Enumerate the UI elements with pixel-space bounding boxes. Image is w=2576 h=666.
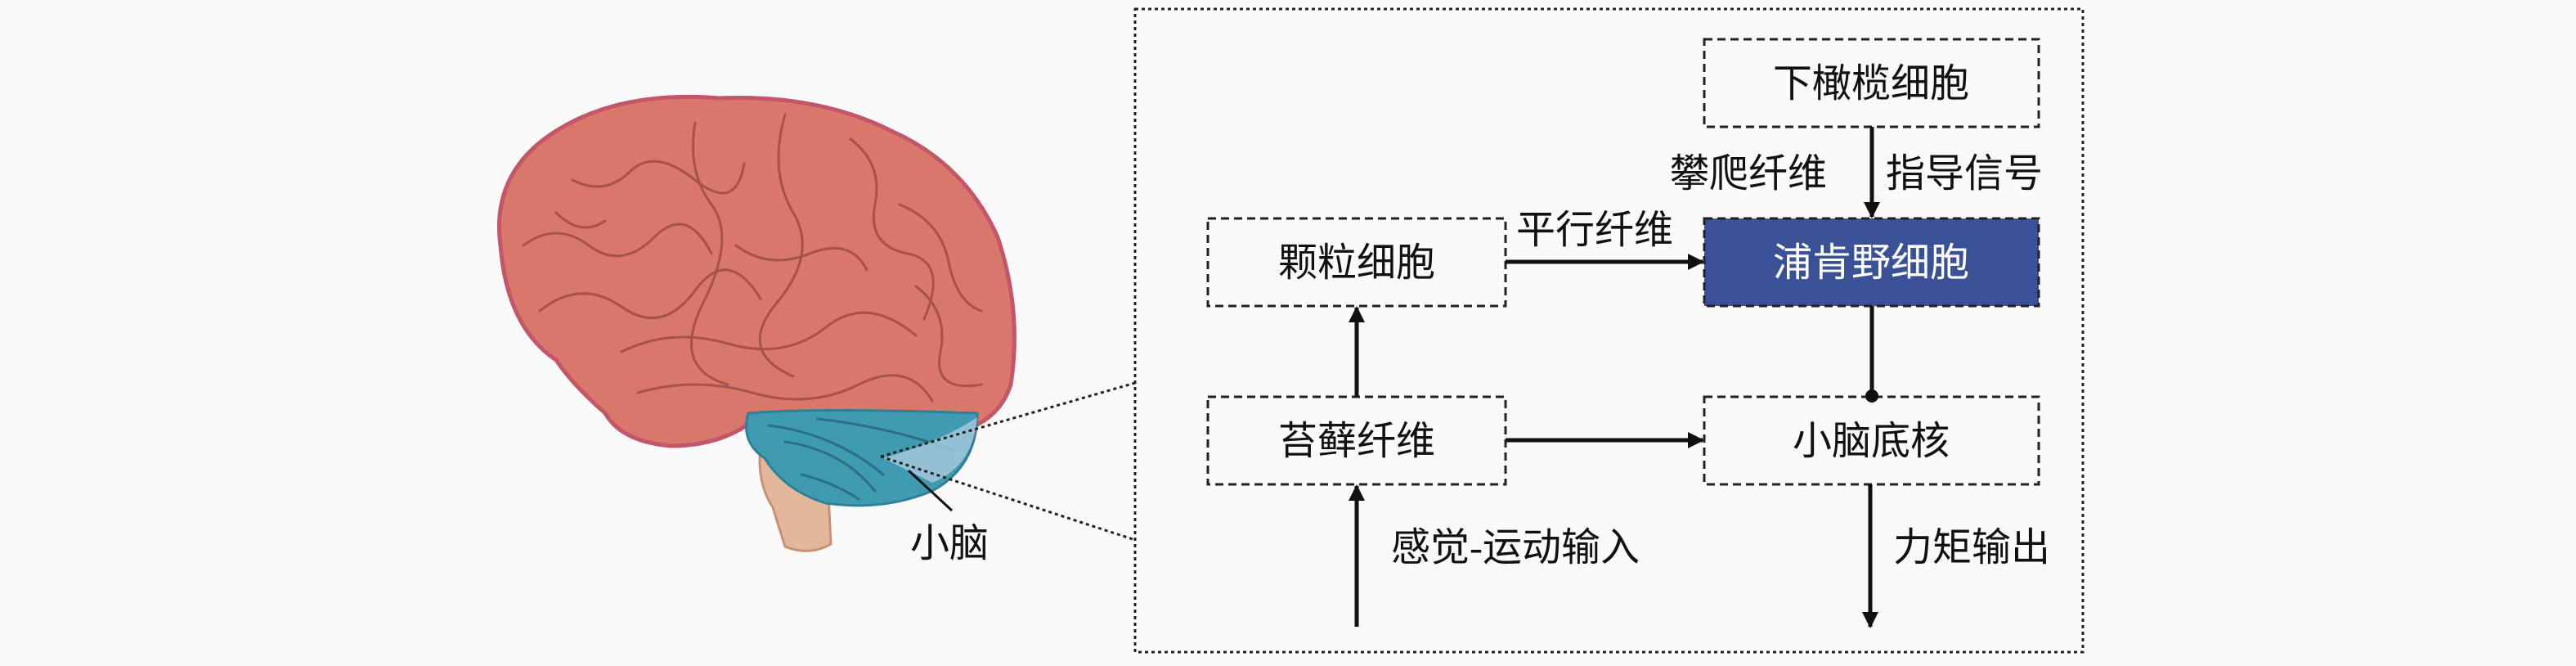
cerebrum-gyri	[522, 113, 983, 403]
cerebellum-folia	[767, 417, 958, 501]
node-label: 浦肯野细胞	[1773, 241, 1969, 285]
cerebellum-label: 小脑	[910, 522, 989, 565]
node-label: 颗粒细胞	[1278, 241, 1435, 285]
node-mossy-fiber: 苔藓纤维	[1206, 395, 1507, 486]
cerebellum-pointer-line	[907, 469, 954, 512]
node-label: 苔藓纤维	[1278, 420, 1435, 463]
brain-illustration: 小脑	[496, 94, 1016, 565]
label-sensorimotor-input: 感觉-运动输入	[1391, 526, 1640, 569]
node-deep-nuclei: 小脑底核	[1703, 395, 2040, 486]
node-granule-cell: 颗粒细胞	[1206, 217, 1507, 308]
zoom-line-top	[880, 381, 1136, 458]
label-climbing-fiber: 攀爬纤维	[1670, 152, 1827, 196]
label-torque-output: 力矩输出	[1893, 526, 2050, 569]
detail-frame	[1133, 7, 2085, 654]
label-teaching-signal: 指导信号	[1886, 152, 2043, 196]
node-purkinje-cell: 浦肯野细胞	[1703, 217, 2040, 308]
node-inferior-olive: 下橄榄细胞	[1703, 38, 2040, 128]
node-label: 小脑底核	[1793, 420, 1950, 463]
label-parallel-fiber: 平行纤维	[1516, 209, 1673, 252]
cerebrum	[496, 94, 1016, 448]
inhibitory-dot	[1865, 389, 1878, 403]
node-label: 下橄榄细胞	[1773, 62, 1969, 106]
zoom-line-bottom	[880, 455, 1136, 542]
